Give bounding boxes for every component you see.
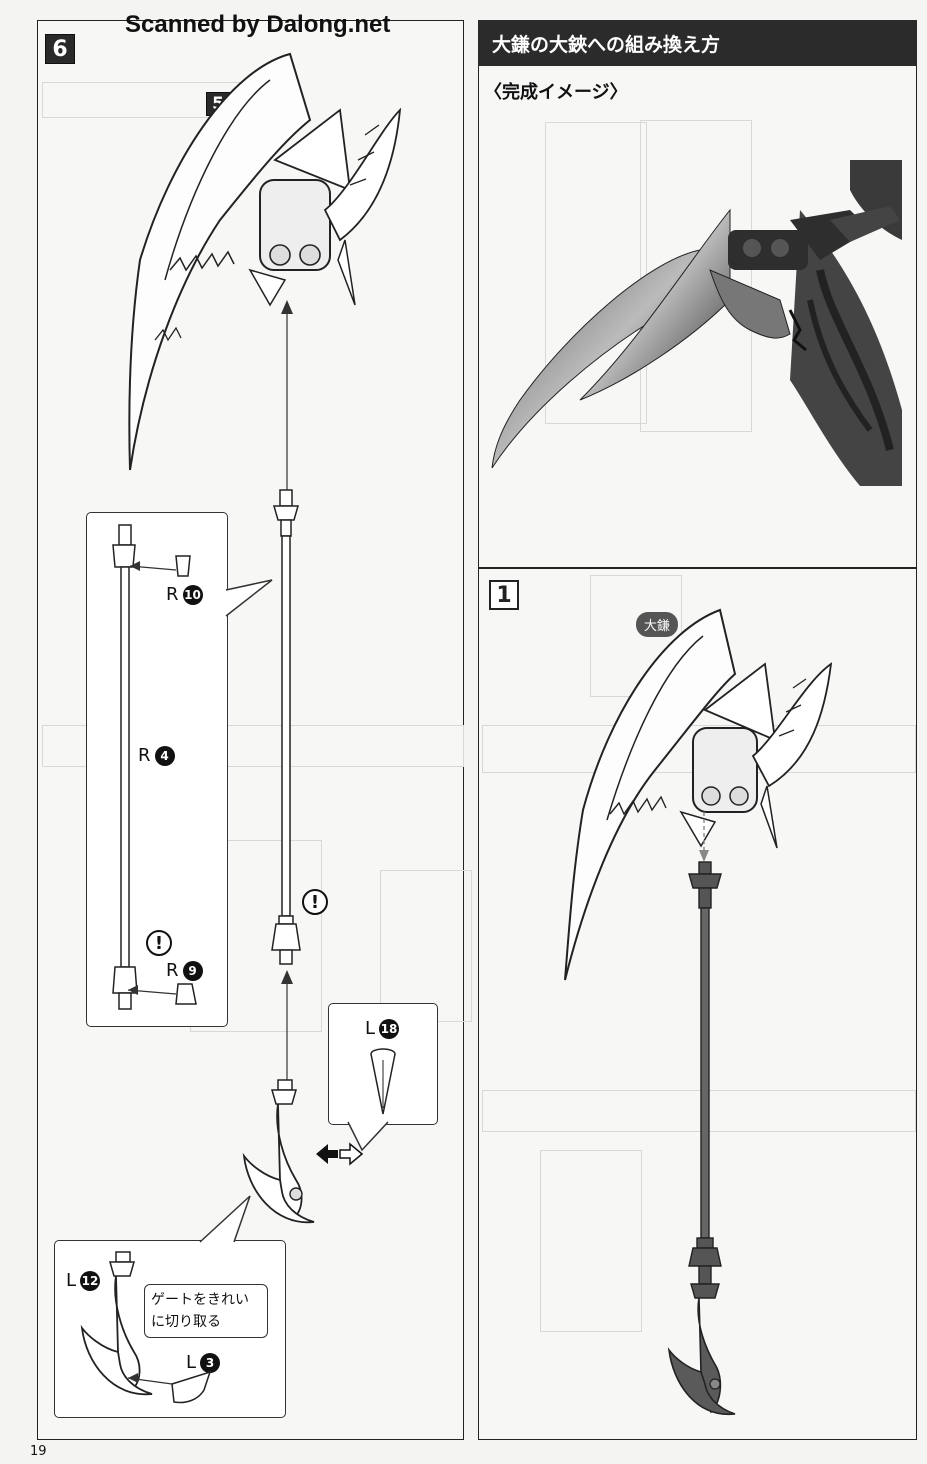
- ghost-frame: [540, 1150, 642, 1332]
- part-r9-icon: [127, 983, 197, 1005]
- staff-icon: [667, 861, 736, 1415]
- bottom-blade-icon: [242, 1079, 315, 1224]
- scythe-head-icon: [564, 608, 833, 981]
- gate-note: ゲートをきれい に切り取る: [144, 1284, 268, 1338]
- ghost-frame: [482, 1090, 916, 1132]
- callout-pointer: [347, 1121, 389, 1152]
- scythe-head-icon: [128, 52, 402, 471]
- ghost-frame: [545, 122, 647, 424]
- part-tag: 大鎌: [636, 612, 679, 637]
- warning-icon: !: [146, 930, 172, 956]
- callout-pointer: [225, 579, 273, 617]
- staff-detail-icon: [112, 524, 138, 1010]
- page-number: 19: [30, 1444, 47, 1459]
- step-number-1: 1: [489, 580, 519, 610]
- staff-icon: [271, 489, 301, 965]
- blade-detail-icon: [80, 1251, 153, 1396]
- ghost-frame: [42, 725, 464, 767]
- arrow-icon: [281, 300, 293, 490]
- completion-image-heading: 〈完成イメージ〉: [484, 82, 628, 103]
- double-arrow-icon: [316, 1142, 364, 1166]
- spike-part-icon: [370, 1048, 396, 1115]
- arrow-icon: [699, 812, 709, 862]
- arrow-icon: [281, 970, 293, 1085]
- ghost-frame: [380, 870, 472, 1022]
- section-header: 大鎌の大鋏への組み換え方: [478, 20, 917, 66]
- part-r10-icon: [129, 555, 191, 577]
- completion-image: [491, 160, 902, 486]
- watermark: Scanned by Dalong.net: [125, 11, 391, 38]
- warning-icon: !: [302, 889, 328, 915]
- part-l3-icon: [127, 1370, 212, 1404]
- step-number-6: 6: [45, 34, 75, 64]
- callout-pointer: [199, 1195, 251, 1243]
- ghost-frame: [640, 120, 752, 432]
